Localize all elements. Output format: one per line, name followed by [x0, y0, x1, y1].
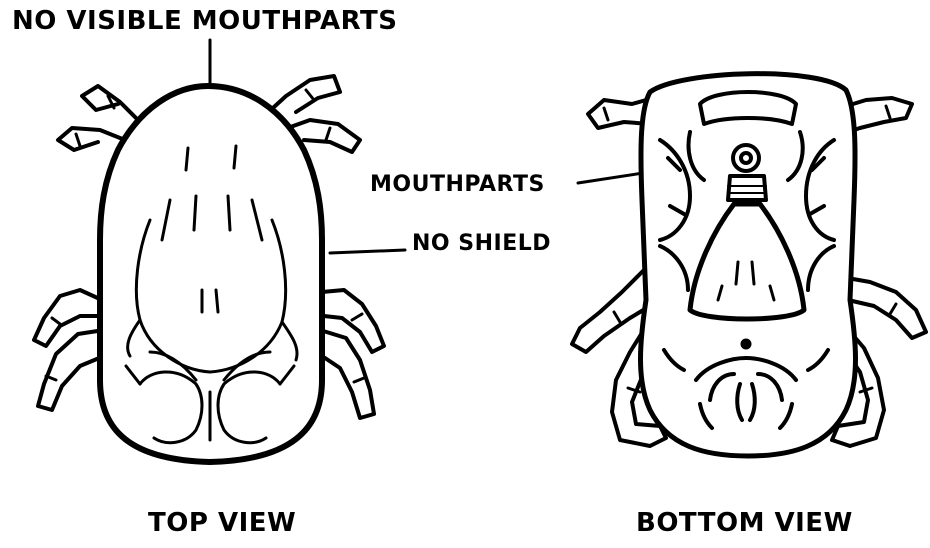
top-view-tick — [34, 76, 384, 462]
bottom-view-tick — [572, 74, 926, 456]
leader-line-no-shield — [330, 250, 405, 253]
